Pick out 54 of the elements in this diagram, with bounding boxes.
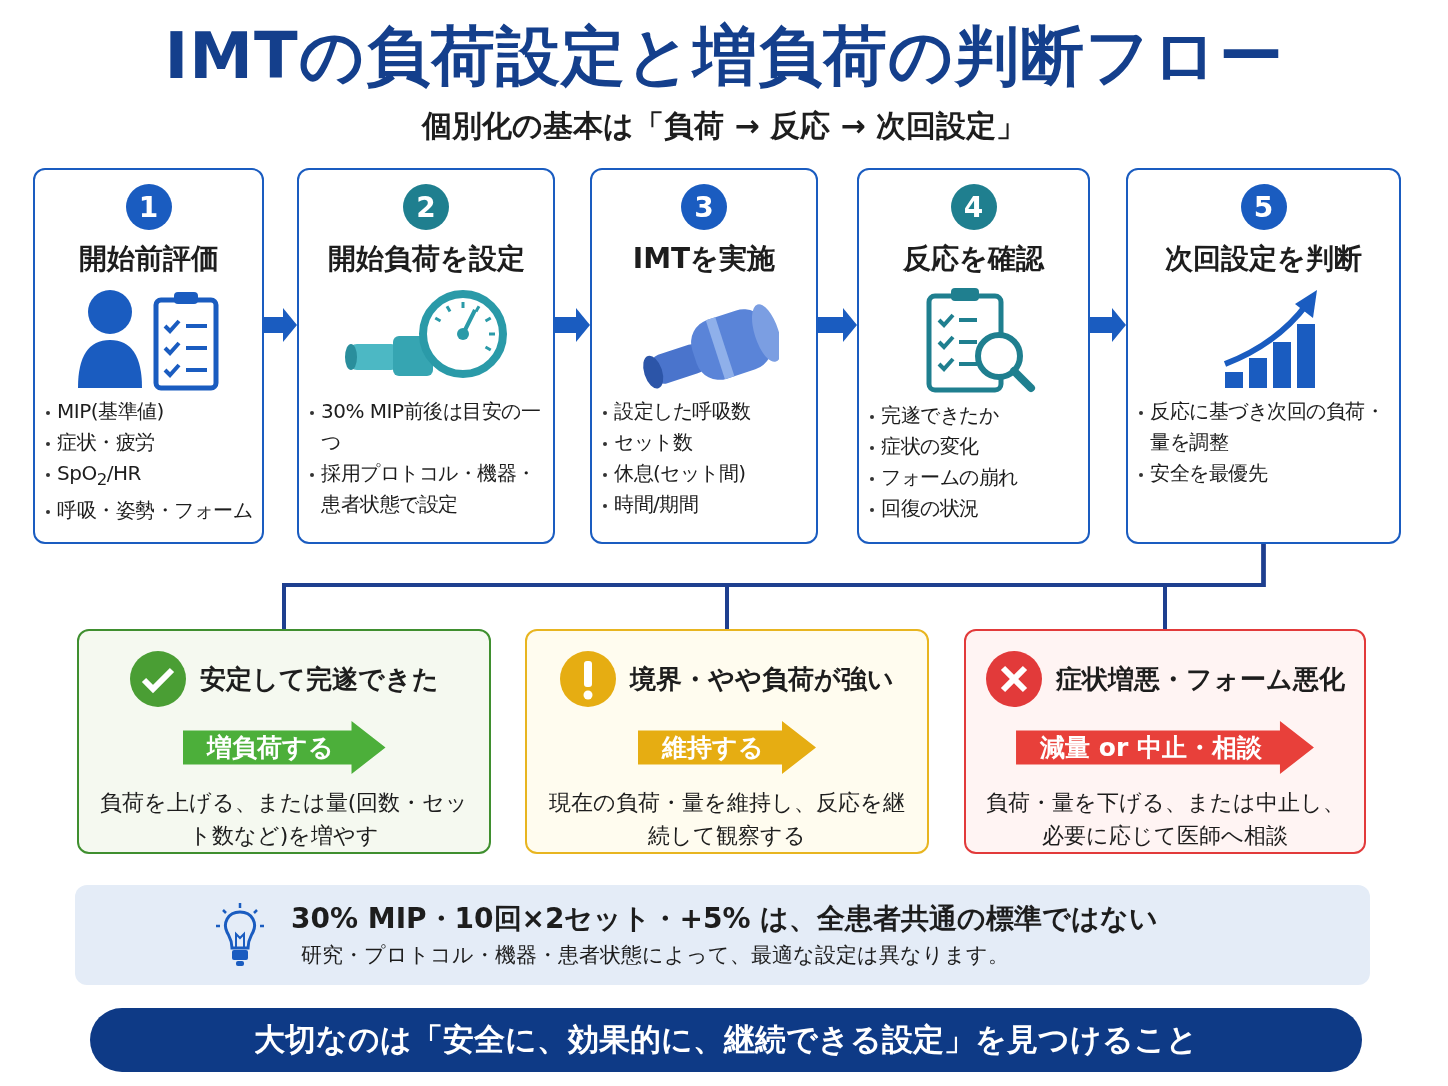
step-heading: 次回設定を判断 [1165,241,1362,277]
outcome-card [964,629,1366,854]
message-banner: 大切なのは「安全に、効果的に、継続できる設定」を見つけること [90,1008,1362,1072]
step-card [33,168,264,544]
flow-arrow [555,308,590,342]
step-number: 4 [950,184,997,230]
step-card [857,168,1090,544]
title: IMTの負荷設定と増負荷の判断フロー [163,18,1285,95]
bullet-item: MIP(基準値) [41,396,258,427]
bullet-item: 完遂できたか [865,400,1084,431]
subtitle: 個別化の基本は「負荷 → 反応 → 次回設定」 [420,107,1028,145]
bullet-item: 回復の状況 [865,493,1084,524]
bullet-item: 設定した呼吸数 [598,396,812,427]
flow-arrow [264,308,297,342]
bullet-item: フォームの崩れ [865,462,1084,493]
bullet-item: 採用プロトコル・機器・患者状態で設定 [305,458,549,520]
bullet-item: 症状・疲労 [41,427,258,458]
step-card [590,168,818,544]
bullet-item: セット数 [598,427,812,458]
action-arrow-banner: 維持する [638,721,816,774]
outcome-description: 負荷を上げる、または量(回数・セット数など)を増やす [98,789,470,850]
outcome-description: 現在の負荷・量を維持し、反応を継続して観察する [548,789,906,850]
step-number: 3 [681,184,727,230]
outcome-description: 負荷・量を下げる、または中止し、必要に応じて医師へ相談 [984,789,1346,850]
note-heading: 30% MIP・10回×2セット・+5% は、全患者共通の標準ではない [291,901,1159,937]
outcome-heading: 境界・やや負荷が強い [630,662,894,696]
action-arrow-banner: 増負荷する [182,721,386,774]
step-number: 1 [125,184,172,230]
step-card [1126,168,1401,544]
flow-arrow [1090,308,1126,342]
note-panel [75,885,1370,985]
bullet-item: 30% MIP前後は目安の一つ [305,396,549,458]
bullet-item: 反応に基づき次回の負荷・量を調整 [1134,396,1395,458]
outcome-card [525,629,929,854]
action-arrow-banner: 減量 or 中止・相談 [1016,721,1314,774]
note-text: 研究・プロトコル・機器・患者状態によって、最適な設定は異なります。 [301,942,1010,969]
step-card [297,168,555,544]
connector-line [1163,544,1266,629]
bullet-item: 時間/期間 [598,489,812,520]
outcome-card [77,629,491,854]
step-heading: 開始負荷を設定 [327,241,525,277]
bullet-item: 呼吸・姿勢・フォーム [41,495,258,526]
outcome-heading: 安定して完遂できた [199,662,439,696]
step-number: 5 [1240,184,1287,230]
bullet-item: 症状の変化 [865,431,1084,462]
step-number: 2 [403,184,449,230]
bullet-item: 休息(セット間) [598,458,812,489]
bullet-item: 安全を最優先 [1134,458,1395,489]
step-heading: 反応を確認 [903,241,1044,277]
outcome-heading: 症状増悪・フォーム悪化 [1055,662,1345,696]
flow-arrow [818,308,857,342]
bullet-item: SpO$_{2}$/HR [41,458,258,495]
step-heading: IMTを実施 [632,241,776,277]
step-heading: 開始前評価 [78,241,219,277]
